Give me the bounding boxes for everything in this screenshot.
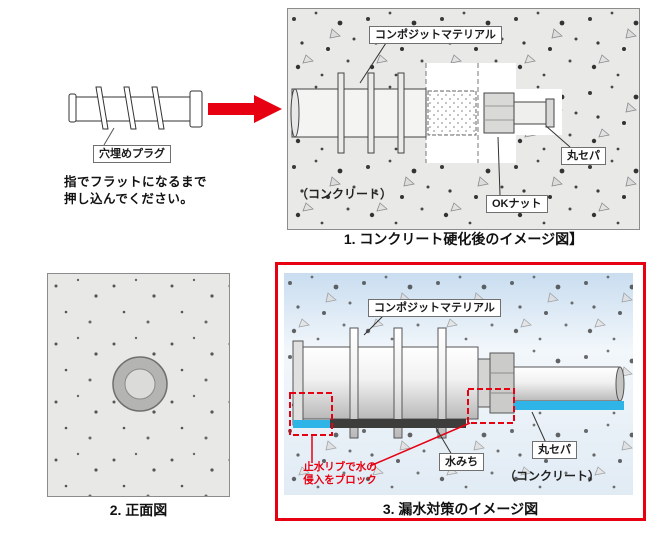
figure2-caption: 2. 正面図 [109,502,168,518]
composite-material-label: コンポジットマテリアル [368,299,501,317]
sleeve-fin [349,327,359,439]
plug-label: 穴埋めプラグ [93,145,171,163]
arrow-right-icon [208,95,282,123]
concrete-label: （コンクリート） [504,469,601,483]
composite-material-label: コンポジットマテリアル [369,26,502,44]
waterstop-rib-left [292,340,304,426]
sleeve-fin [367,72,375,154]
front-view-inner-disc [124,368,156,400]
round-separator-label: 丸セパ [561,147,606,165]
water-path-label: 水みち [439,453,484,471]
sleeve-fin [393,327,403,439]
plug-illustration [68,86,203,146]
figure2-panel [47,273,230,497]
waterstop-highlight-left [289,392,333,436]
figure1-caption: 1. コンクリート硬化後のイメージ図】 [343,231,584,247]
ok-nut [483,92,515,134]
waterstop-highlight-right [467,388,515,424]
figure2-illustration [48,274,229,496]
figure3-caption: 3. 漏水対策のイメージ図 [382,501,539,517]
water-channel [330,419,466,428]
figure3-panel: コンポジットマテリアル 丸セパ 水みち （コンクリート） 止水リブで水の 侵入を… [275,262,646,521]
ok-nut-label: OKナット [486,195,548,213]
embedded-plug-section [427,90,477,136]
water-line-left [293,420,330,428]
composite-sleeve [295,346,479,420]
plug-fin [151,86,165,130]
waterstop-note-line2: 侵入をブロック [303,474,377,486]
plug-end-cap [189,90,203,128]
figure1-panel: コンポジットマテリアル 丸セパ OKナット （コンクリート） [287,8,640,230]
plug-instruction-line2: 押し込んでください。 [64,192,194,206]
concrete-label: （コンクリート） [296,187,393,201]
plug-instruction-line1: 指でフラットになるまで [64,175,208,189]
composite-sleeve [291,88,427,138]
separator-rod [513,101,549,125]
nut [489,352,515,414]
sleeve-fin [337,72,345,154]
figure1-illustration [288,9,639,229]
water-line-right [514,401,624,410]
plug-fin [95,86,109,130]
separator-rod [513,366,621,402]
plug-fin [123,86,137,130]
waterstop-note-line1: 止水リブで水の [303,461,377,473]
sleeve-fin [397,72,405,154]
round-separator-label: 丸セパ [532,441,577,459]
